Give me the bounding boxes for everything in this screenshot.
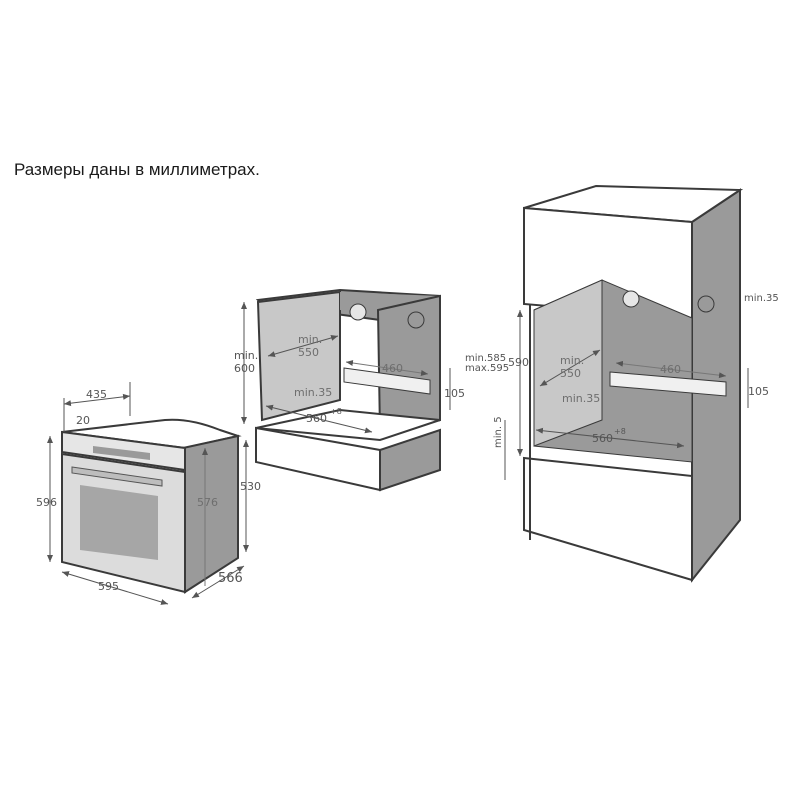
uc-vent-height-label: 105 — [444, 387, 465, 400]
col-niche-tolerance: +8 — [614, 427, 626, 436]
column-cabinet — [523, 184, 744, 583]
oven-dimensions: 596 595 566 435 20 576 530 — [36, 382, 261, 605]
uc-depth-value: 550 — [298, 346, 319, 359]
col-vent-height-label: 105 — [748, 385, 769, 398]
oven-drawing — [61, 418, 242, 594]
col-niche-width-label: 560 — [592, 432, 613, 445]
col-height-min: min.585 — [465, 353, 506, 364]
oven-depth-label: 566 — [218, 571, 243, 586]
col-height-label: 590 — [508, 356, 529, 369]
oven-door-thickness-label: 20 — [76, 414, 90, 427]
col-height-max: max.595 — [465, 363, 509, 374]
col-depth-label: min. — [560, 354, 584, 367]
under-counter-cabinet — [255, 288, 441, 492]
uc-niche-width-label: 560 — [306, 412, 327, 425]
col-depth-value: 550 — [560, 367, 581, 380]
oven-cutout-height-label: 530 — [240, 480, 261, 493]
oven-height-label: 596 — [36, 496, 57, 509]
uc-min-height-label: min. — [234, 349, 258, 362]
under-counter-dimensions: min. 600 min. 550 460 105 min.35 560 +8 — [234, 302, 465, 434]
oven-body-depth-label: 435 — [86, 388, 107, 401]
col-gap-label: min.35 — [562, 392, 600, 405]
col-top-gap-label: min.35 — [744, 293, 779, 304]
column-dimensions: min.35 min.585 max.595 590 min. 550 460 … — [465, 293, 779, 480]
col-vent-width-label: 460 — [660, 363, 681, 376]
uc-min-height-value: 600 — [234, 362, 255, 375]
uc-depth-label: min. — [298, 333, 322, 346]
oven-width-label: 595 — [98, 580, 119, 593]
uc-gap-label: min.35 — [294, 386, 332, 399]
dimensions-caption: Размеры даны в миллиметрах. — [14, 160, 260, 179]
oven-side-height-label: 576 — [197, 496, 218, 509]
col-bottom-gap-label: min. 5 — [493, 416, 504, 448]
uc-niche-tolerance: +8 — [330, 407, 342, 416]
uc-vent-width-label: 460 — [382, 362, 403, 375]
